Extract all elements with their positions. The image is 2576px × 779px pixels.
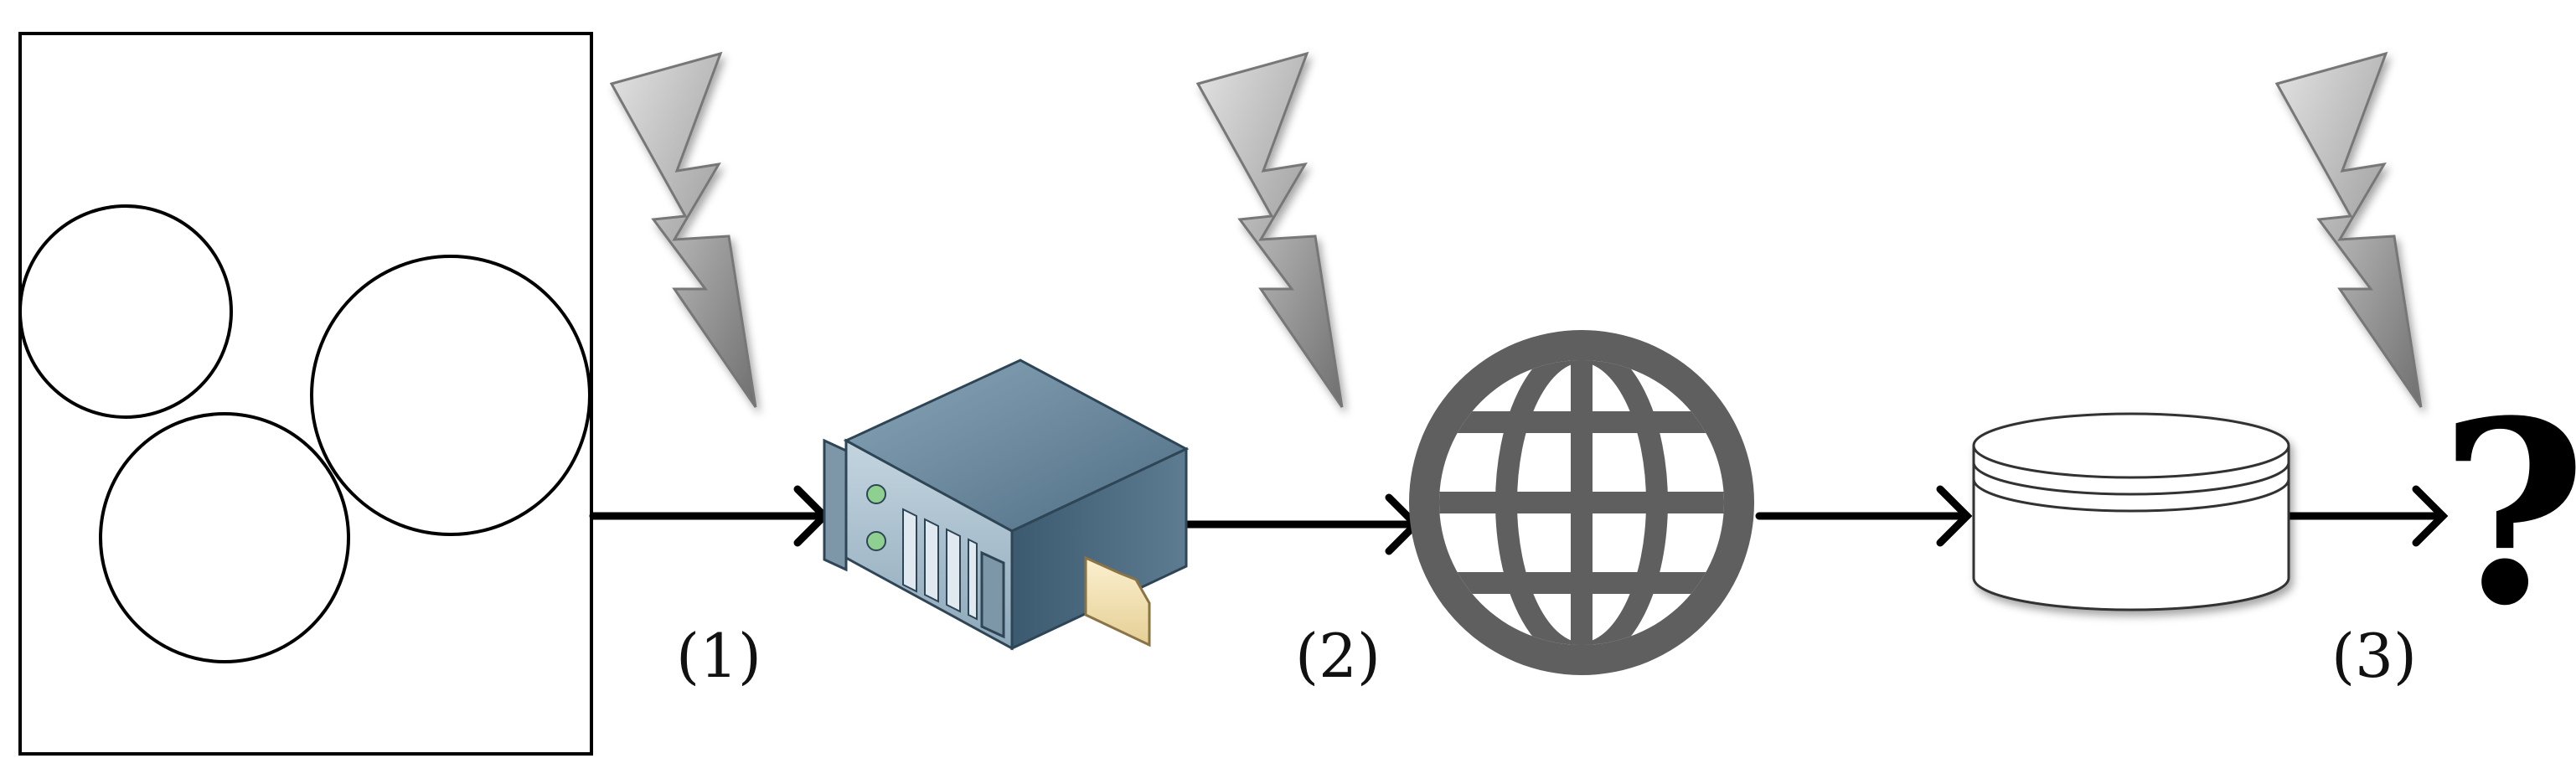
flow-arrow-3	[1755, 485, 1973, 547]
lightning-icon	[1195, 51, 1344, 408]
server-icon	[823, 359, 1190, 651]
flow-arrow-2	[1179, 493, 1422, 555]
database-icon	[1972, 412, 2290, 611]
lightning-icon	[609, 51, 757, 408]
step-label-3: (3)	[2331, 621, 2417, 691]
lightning-icon	[2274, 51, 2423, 408]
step-label-1: (1)	[676, 621, 761, 691]
question-mark-icon: ?	[2439, 365, 2576, 661]
flow-arrow-4	[2279, 485, 2449, 547]
globe-icon	[1409, 330, 1754, 675]
step-label-2: (2)	[1295, 621, 1381, 691]
document-circle-large	[310, 255, 591, 536]
document-circle-bottom	[99, 412, 350, 663]
document-circle-small	[18, 204, 233, 419]
flow-arrow-1	[589, 485, 830, 547]
document-icon	[18, 32, 593, 756]
